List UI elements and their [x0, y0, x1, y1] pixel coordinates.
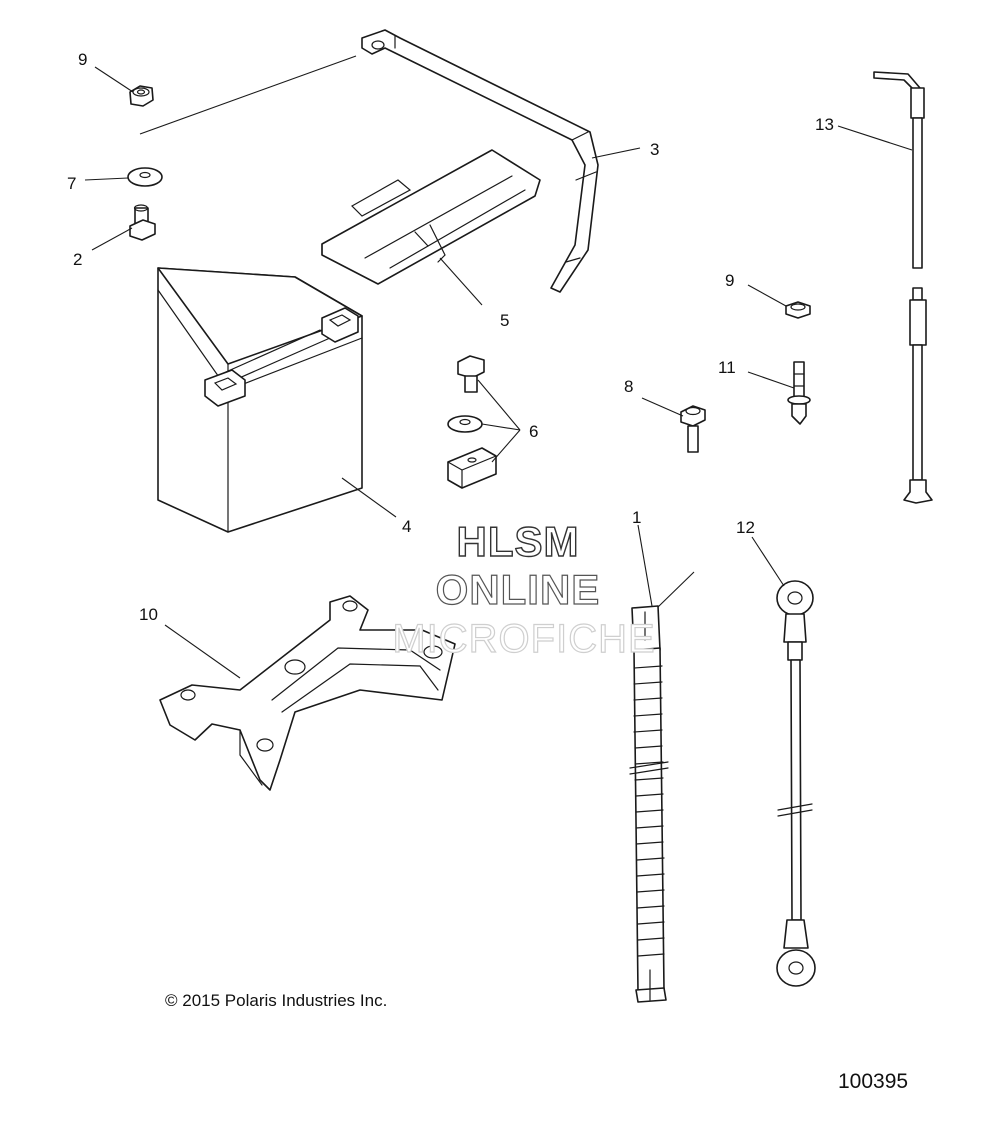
callout-4: 4 — [402, 517, 411, 536]
callout-3: 3 — [650, 140, 659, 159]
terminal-stud — [787, 361, 811, 425]
nut-top-left — [129, 85, 154, 107]
cable-1 — [629, 571, 695, 1003]
callout-9-top-left: 9 — [78, 50, 87, 69]
callout-12: 12 — [736, 518, 755, 537]
callout-10: 10 — [139, 605, 158, 624]
nut-right — [785, 301, 811, 319]
bolt-small — [129, 204, 156, 241]
watermark-line-1: HLSM — [457, 518, 580, 565]
callout-11: 11 — [718, 358, 736, 377]
callout-6: 6 — [529, 422, 538, 441]
copyright-notice: © 2015 Polaris Industries Inc. — [165, 991, 387, 1010]
battery-pad — [321, 149, 541, 285]
cable-13 — [873, 71, 933, 504]
cable-12 — [776, 580, 816, 987]
watermark-line-2: ONLINE — [436, 566, 601, 613]
battery — [157, 267, 363, 533]
battery-support-bracket — [159, 595, 456, 791]
callout-7: 7 — [67, 174, 76, 193]
callout-2: 2 — [73, 250, 82, 269]
washer — [127, 167, 163, 187]
callout-5: 5 — [500, 311, 509, 330]
callout-8: 8 — [624, 377, 633, 396]
battery-bracket — [361, 29, 599, 293]
callouts: 9 7 2 3 5 4 6 10 9 11 8 13 1 12 — [67, 50, 834, 624]
callout-13: 13 — [815, 115, 834, 134]
figure-number: 100395 — [838, 1070, 908, 1093]
leader-lines — [84, 66, 913, 679]
watermark: HLSM ONLINE MICROFICHE — [392, 517, 656, 661]
callout-9-right: 9 — [725, 271, 734, 290]
callout-1: 1 — [632, 508, 641, 527]
terminal-hardware — [447, 355, 497, 489]
flange-bolt — [680, 405, 706, 453]
bracket-dashed-line — [139, 55, 357, 135]
watermark-line-3: MICROFICHE — [392, 617, 655, 661]
